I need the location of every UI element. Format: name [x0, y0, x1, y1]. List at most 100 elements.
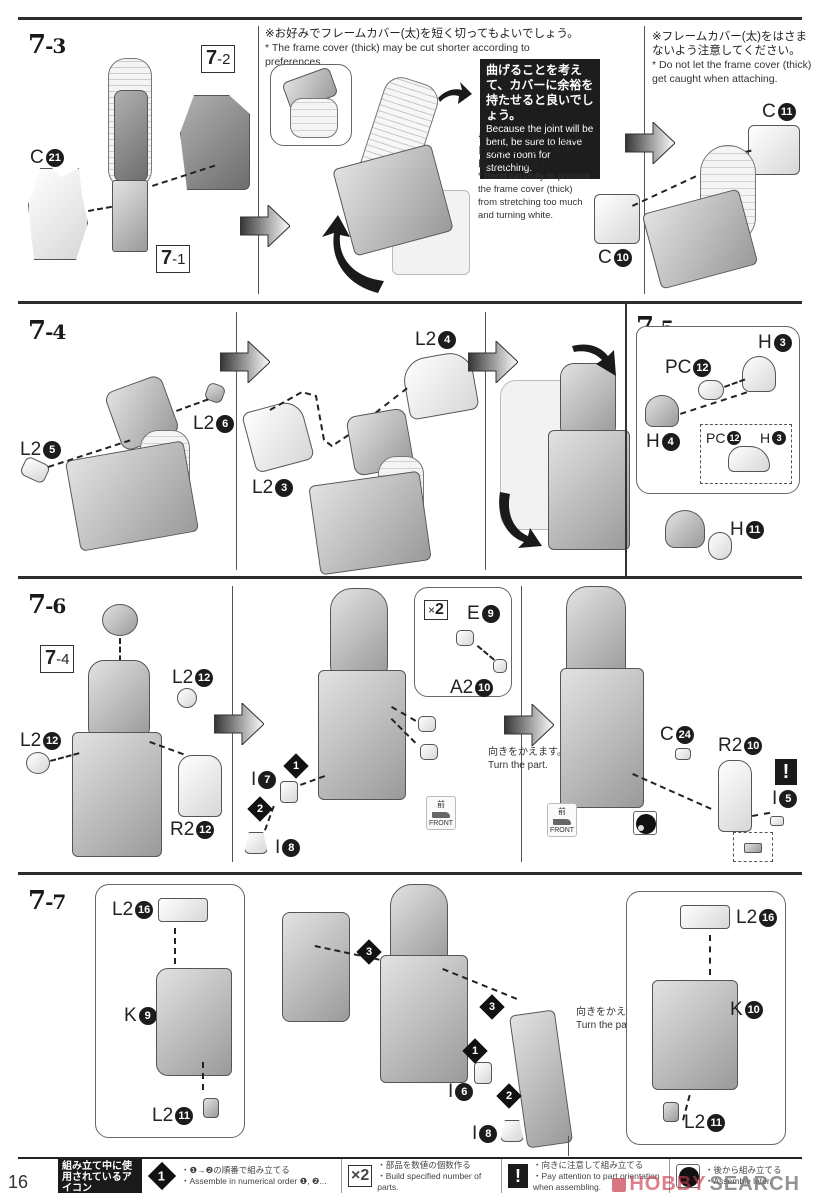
frame-7-2-part	[180, 95, 250, 190]
legend-item-multiply-count: ×2 ・部品を数値の個数作る・Build specified number of…	[342, 1159, 502, 1193]
upper-cylinder-7-6b	[330, 588, 388, 676]
bend-room-note: 曲げることを考えて、カバーに余裕を持たせると良いでしょう。 Because th…	[480, 59, 600, 179]
legend-title: 組み立て中に使用されているアイコン Symbols used in instru…	[58, 1159, 142, 1200]
body-7-7	[380, 955, 468, 1083]
part-l2-12-right	[177, 688, 197, 708]
part-c21	[28, 168, 88, 260]
upper-cylinder-7-6a	[88, 660, 150, 738]
part-c10	[594, 194, 640, 244]
part-i8	[244, 832, 268, 854]
shoulder-joint-top	[102, 604, 138, 636]
body-7-6a	[72, 732, 162, 857]
legend-item-orientation: ! ・向きに注意して組み立てる・Pay attention to part or…	[502, 1159, 670, 1193]
order-marker-1: 1	[283, 753, 309, 779]
part-i5	[770, 816, 784, 826]
next-step-arrow	[625, 122, 675, 164]
divider-7-4-a	[236, 312, 237, 570]
upper-cylinder-7-7	[390, 884, 448, 964]
part-l2-16-left	[158, 898, 208, 922]
part-i8-7-7	[500, 1120, 524, 1142]
note-cut-shorter: ※お好みでフレームカバー(太)を短く切ってもよいでしょう。 * The fram…	[265, 28, 579, 68]
part-r2-12	[178, 755, 222, 817]
divider-7-5	[625, 302, 627, 577]
base-7-4a	[64, 440, 200, 552]
part-l2-12-left	[26, 752, 50, 774]
note-bend-carefully: ※フレームカバー(太)が白化しないよう慎重に曲げてください。 * Bend ca…	[478, 131, 590, 221]
part-h4	[645, 395, 679, 427]
rotate-arrow-up	[322, 215, 384, 293]
attach-arrow-i5	[752, 811, 771, 817]
part-k9	[156, 968, 232, 1076]
rotated-upper-cylinder	[560, 363, 616, 435]
part-l2-11-left	[203, 1098, 219, 1118]
part-l2-11-right	[663, 1102, 679, 1122]
part-h11	[708, 532, 732, 560]
joint-assembly-c	[641, 188, 759, 290]
top-rule	[18, 17, 802, 20]
part-r2-10	[718, 760, 752, 832]
divider-7-3-b	[644, 26, 645, 294]
part-l2-16-right	[680, 905, 730, 929]
part-a2-10-detail	[493, 659, 507, 673]
next-step-arrow	[468, 341, 518, 383]
part-e9	[456, 630, 474, 646]
legend-item-numbered-order: 1 ・❶→❷の順番で組み立てる・Assemble in numerical or…	[142, 1159, 342, 1193]
multiply-count-icon: ×2	[348, 1165, 373, 1187]
step-7-7-title: 7-7	[28, 886, 66, 916]
divider-7-3-a	[258, 26, 259, 294]
rotate-arrow-top	[438, 82, 472, 104]
inner-frame-part	[114, 90, 148, 182]
rule-7-4	[18, 301, 802, 304]
assembled-h-joint	[665, 510, 705, 548]
page-number: 16	[8, 1172, 29, 1192]
divider-7-4-b	[485, 312, 486, 570]
step-7-3-title: 7-3	[28, 30, 66, 60]
rotated-body	[548, 430, 630, 550]
x2-badge: ×2	[424, 600, 448, 620]
turn-part-note-7-7: 向きをかえます。 Turn the part.	[576, 1007, 655, 1031]
ref-box-7-2: 7-2	[201, 45, 236, 73]
assemble-later-icon	[633, 811, 657, 835]
rule-7-7	[18, 872, 802, 875]
side-armor-left	[282, 912, 350, 1022]
attach-arrow-l2-16-left	[174, 928, 176, 964]
legend-item-assemble-later: ・後から組み立てる・Assemble later.	[670, 1159, 802, 1193]
attach-arrow-r2-10	[632, 773, 712, 810]
next-step-arrow	[504, 704, 554, 746]
next-step-arrow	[240, 205, 290, 247]
part-a2-10-upper	[418, 716, 436, 732]
rotate-arrow-cw-top	[572, 344, 616, 376]
ref-box-7-1: 7-1	[156, 245, 191, 273]
step-7-6-title: 7-6	[28, 590, 66, 620]
turn-part-note: 向きをかえます。 Turn the part.	[488, 747, 567, 771]
inset-combined-part	[728, 446, 770, 472]
part-pc12	[698, 380, 724, 400]
